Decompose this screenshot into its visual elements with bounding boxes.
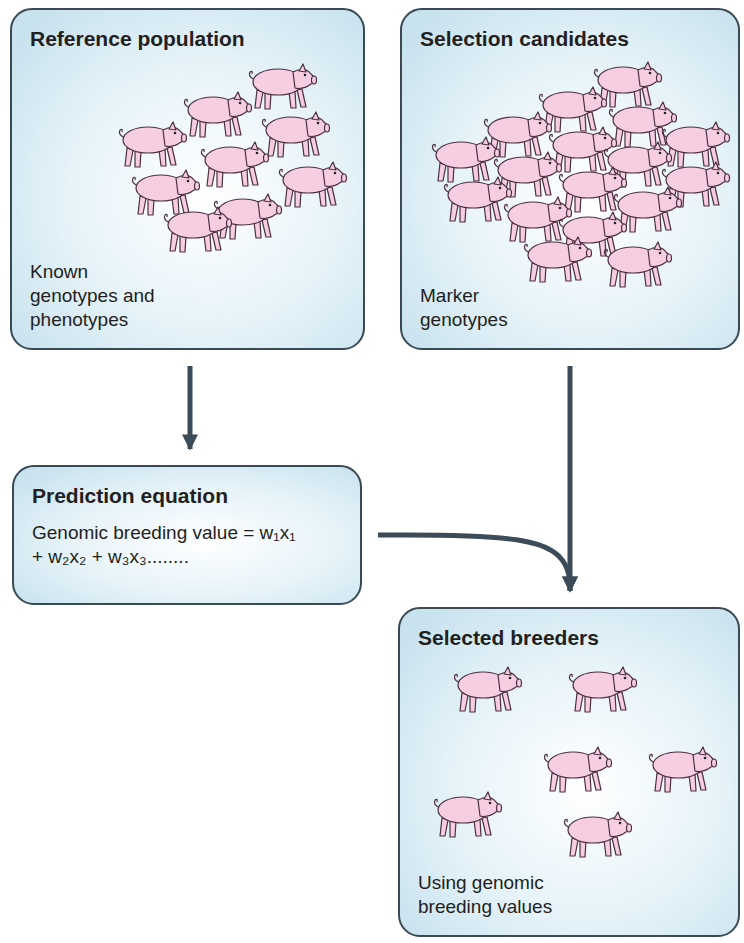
box-fill <box>400 8 740 350</box>
box-fill <box>10 8 365 350</box>
process-box: Reference populationKnown genotypes and … <box>10 8 365 350</box>
box-text: Using genomic breeding values <box>418 871 573 919</box>
pig-figure <box>569 667 636 712</box>
box-fill <box>398 607 740 937</box>
pig-figure <box>544 747 611 792</box>
pig-figure <box>432 137 499 182</box>
pig-figure <box>559 167 626 212</box>
pig-figure <box>262 112 329 157</box>
pig-figure <box>454 667 521 712</box>
pig-figure <box>119 122 186 167</box>
box-heading: Selection candidates <box>420 26 720 52</box>
process-box: Selection candidatesMarker genotypes <box>400 8 740 350</box>
pig-figure <box>184 92 251 137</box>
process-box: Prediction equationGenomic breeding valu… <box>12 465 362 605</box>
pig-figure <box>604 242 671 287</box>
pig-figure <box>434 792 501 837</box>
pig-figure <box>649 747 716 792</box>
box-heading: Selected breeders <box>418 625 720 651</box>
pig-figure <box>444 177 511 222</box>
box-fill <box>12 465 362 605</box>
pig-figure <box>249 64 316 109</box>
box-text: Known genotypes and phenotypes <box>30 260 178 332</box>
pig-figure <box>164 207 231 252</box>
box-text: Marker genotypes <box>420 284 545 332</box>
pig-figure <box>662 122 729 167</box>
pig-figure <box>564 812 631 857</box>
flow-arrow <box>378 535 570 591</box>
box-heading: Reference population <box>30 26 345 52</box>
pig-figure <box>132 170 199 215</box>
flow-arrow <box>188 366 193 449</box>
box-text: Genomic breeding value = w₁x₁ + w₂x₂ + w… <box>32 521 302 569</box>
pig-figure <box>279 162 346 207</box>
flow-arrow <box>568 366 573 591</box>
pig-figure <box>201 142 268 187</box>
pig-figure <box>524 237 591 282</box>
box-heading: Prediction equation <box>32 483 342 509</box>
process-box: Selected breedersUsing genomic breeding … <box>398 607 740 937</box>
